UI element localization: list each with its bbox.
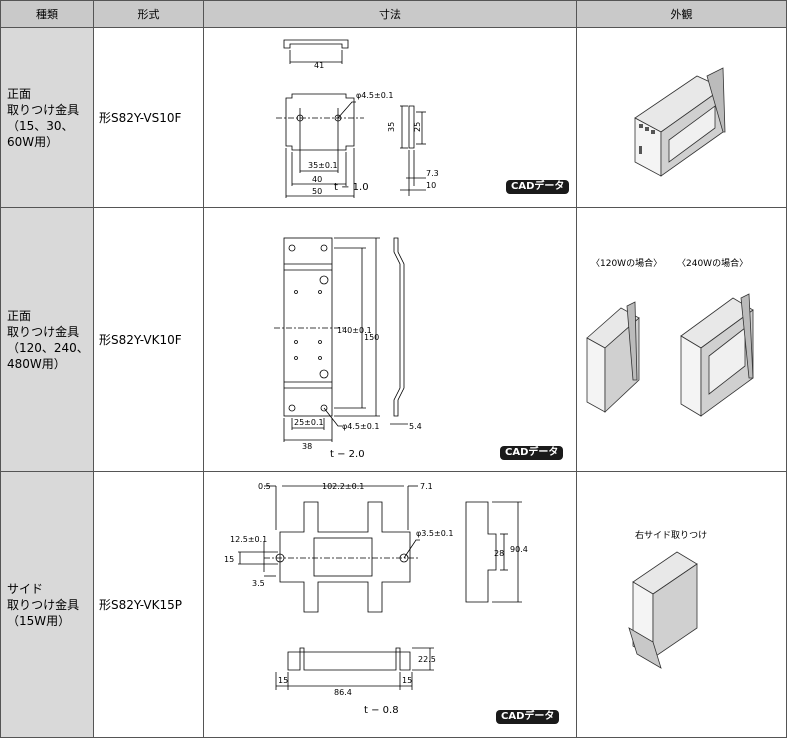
dim-label: 15 [402,676,412,685]
appearance-cell: 右サイド取りつけ [576,471,787,738]
dim-label: φ4.5±0.1 [342,422,379,431]
type-line: 正面 [7,308,32,323]
dim-label: 25 [413,122,422,132]
table-row: 正面 取りつけ金具 （120、240、 480W用） 形S82Y-VK10F [0,207,787,472]
type-line: （15W用） [7,613,71,628]
header-type: 種類 [0,0,94,28]
dim-label: 5.4 [409,422,422,431]
dim-label: 90.4 [510,545,528,554]
caption-240w: 〈240Wの場合〉 [677,259,749,269]
drawing-vk15p: 0.5 102.2±0.1 7.1 12.5±0.1 φ3.5±0.1 15 3… [224,482,528,697]
dim-label: 25±0.1 [294,418,324,427]
model-cell: 形S82Y-VK15P [93,471,204,738]
product-image [634,67,726,177]
header-appearance: 外観 [576,0,787,28]
cad-data-badge[interactable]: CADデータ [500,446,564,460]
dimension-drawing-cell: 41 φ4.5±0.1 35 25 35±0.1 40 50 7.3 10 t … [203,27,577,208]
dim-label: 15 [278,676,288,685]
dim-label: 10 [426,181,436,190]
drawing-vs10f: 41 φ4.5±0.1 35 25 35±0.1 40 50 7.3 10 [276,39,439,198]
dimension-drawing-cell: 140±0.1 150 25±0.1 38 φ4.5±0.1 5.4 t − 2… [203,207,577,472]
header-model: 形式 [93,0,204,28]
dim-label: 35±0.1 [308,161,338,170]
drawing-vk10f: 140±0.1 150 25±0.1 38 φ4.5±0.1 5.4 [274,237,422,451]
dim-label: 3.5 [252,579,265,588]
dim-label: 40 [312,175,322,184]
caption-right-side: 右サイド取りつけ [635,531,708,541]
dim-label: 41 [314,61,324,70]
dim-label: φ3.5±0.1 [416,529,453,538]
appearance-cell [576,27,787,208]
dim-label: 12.5±0.1 [230,535,267,544]
dim-label: 150 [364,333,379,342]
header-row: 種類 形式 寸法 外観 [0,0,787,28]
type-line: （15、30、 [7,118,74,133]
dim-label: 28 [494,549,504,558]
type-line: 60W用） [7,134,59,149]
type-line: 取りつけ金具 [7,597,80,612]
type-line: 正面 [7,86,32,101]
product-image [628,551,698,669]
type-line: 480W用） [7,356,66,371]
dimension-drawing-cell: 0.5 102.2±0.1 7.1 12.5±0.1 φ3.5±0.1 15 3… [203,471,577,738]
caption-120w: 〈120Wの場合〉 [591,259,663,269]
dim-label: 15 [224,555,234,564]
dim-label: 7.1 [420,482,433,491]
type-line: 取りつけ金具 [7,102,80,117]
dim-label: φ4.5±0.1 [356,91,393,100]
dim-label: 35 [387,122,396,132]
type-line: 取りつけ金具 [7,324,80,339]
dim-label: 102.2±0.1 [322,482,364,491]
dim-label: 38 [302,442,312,451]
dim-label: 0.5 [258,482,271,491]
type-cell: 正面 取りつけ金具 （120、240、 480W用） [0,207,94,472]
thickness-label: t − 2.0 [330,449,365,460]
dim-label: 7.3 [426,169,439,178]
type-line: （120、240、 [7,340,89,355]
dim-label: 86.4 [334,688,352,697]
table-row: 正面 取りつけ金具 （15、30、 60W用） 形S82Y-VS10F [0,27,787,208]
thickness-label: t − 1.0 [334,182,369,193]
type-line: サイド [7,581,44,596]
type-cell: 正面 取りつけ金具 （15、30、 60W用） [0,27,94,208]
header-dimensions: 寸法 [203,0,577,28]
product-image [586,293,754,417]
appearance-cell: 〈120Wの場合〉 〈240Wの場合〉 [576,207,787,472]
model-cell: 形S82Y-VS10F [93,27,204,208]
table-row: サイド 取りつけ金具 （15W用） 形S82Y-VK15P [0,471,787,738]
cad-data-badge[interactable]: CADデータ [506,180,570,194]
dim-label: 50 [312,187,322,196]
type-cell: サイド 取りつけ金具 （15W用） [0,471,94,738]
dim-label: 140±0.1 [337,326,372,335]
dim-label: 22.5 [418,655,436,664]
model-cell: 形S82Y-VK10F [93,207,204,472]
thickness-label: t − 0.8 [364,705,399,716]
cad-data-badge[interactable]: CADデータ [496,710,560,724]
